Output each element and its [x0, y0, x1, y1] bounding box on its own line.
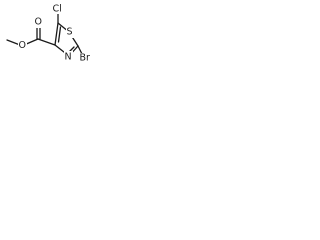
chlorine-label-bg	[52, 3, 64, 14]
nitrogen-label: N	[65, 52, 72, 63]
bromine-label: Br	[80, 53, 91, 64]
ester-oxygen-label: O	[19, 40, 26, 51]
carbonyl-oxygen-label: O	[35, 17, 42, 28]
sulfur-label: S	[67, 27, 73, 38]
bond-c4-c5	[54, 22, 59, 46]
molecule-structure: Cl S N Br O O	[6, 3, 93, 64]
bond-c4-c5-inner	[57, 26, 62, 43]
bromine-label-bg	[79, 53, 93, 64]
carbonyl-oxygen-label-bg	[34, 17, 43, 28]
bond-ester-o-methyl	[6, 39, 21, 46]
ester-oxygen-label-bg	[18, 40, 27, 51]
chlorine-label: Cl	[53, 4, 62, 15]
sulfur-label-bg	[66, 27, 74, 38]
bond-c4-carbonyl-c	[37, 38, 56, 46]
nitrogen-label-bg	[64, 51, 73, 62]
